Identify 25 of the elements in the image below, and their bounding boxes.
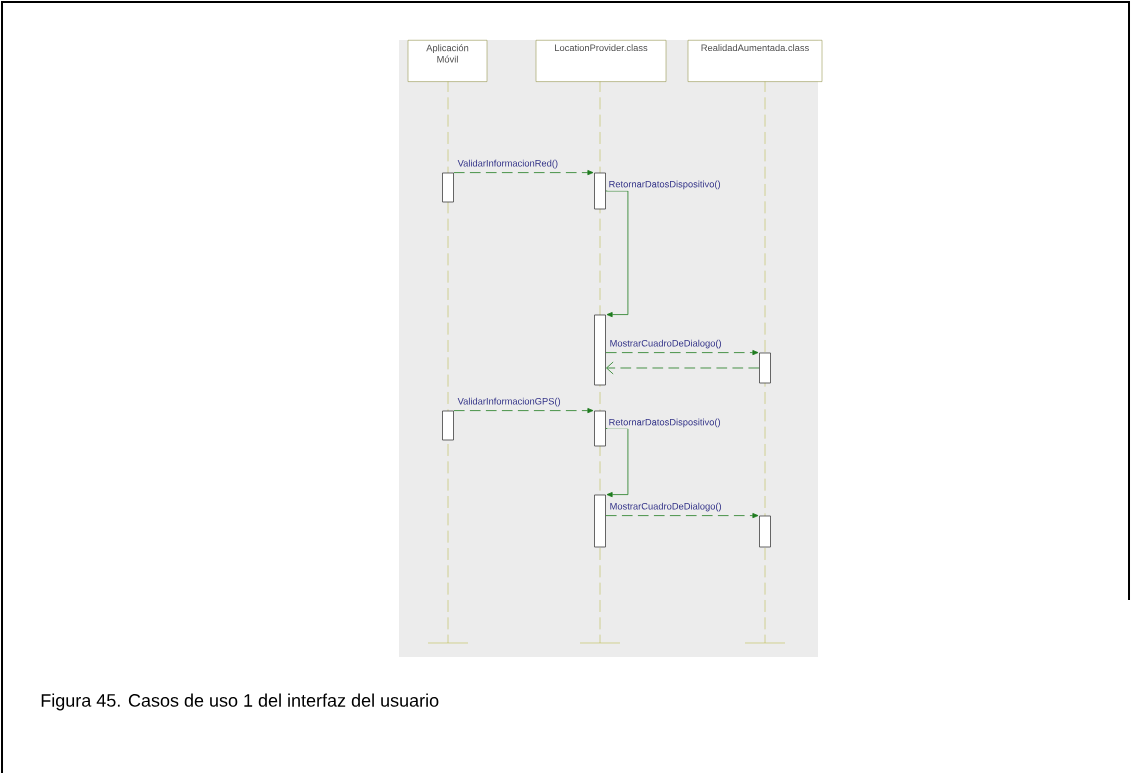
- message-label: MostrarCuadroDeDialogo(): [608, 501, 723, 513]
- message-arrow: [605, 513, 759, 519]
- activation-bar: [594, 314, 606, 386]
- activation-bar: [759, 352, 771, 384]
- message-arrow: [453, 170, 594, 176]
- lifeline-header-box: RealidadAumentada.class: [687, 40, 823, 82]
- lifeline-header-box: LocationProvider.class: [535, 40, 667, 82]
- lifeline-header-box: Aplicación Móvil: [407, 40, 488, 82]
- activation-bar: [442, 410, 454, 441]
- activation-bar: [594, 410, 606, 447]
- activation-bar: [759, 515, 771, 548]
- message-label: RetornarDatosDispositivo(): [607, 179, 722, 191]
- message-arrow: [453, 408, 594, 414]
- figure-caption: Figura 45. Casos de uso 1 del interfaz del usuario: [41, 693, 439, 711]
- activation-bar: [594, 494, 606, 548]
- message-label: MostrarCuadroDeDialogo(): [608, 338, 723, 350]
- message-label: RetornarDatosDispositivo(): [607, 417, 722, 429]
- message-label: ValidarInformacionGPS(): [456, 396, 562, 408]
- activation-bar: [594, 172, 606, 210]
- message-arrow: [605, 350, 759, 356]
- activation-bar: [442, 172, 454, 203]
- message-arrow: [605, 428, 629, 498]
- message-label: ValidarInformacionRed(): [456, 158, 560, 170]
- message-arrow: [605, 190, 629, 318]
- message-arrow: [606, 361, 760, 375]
